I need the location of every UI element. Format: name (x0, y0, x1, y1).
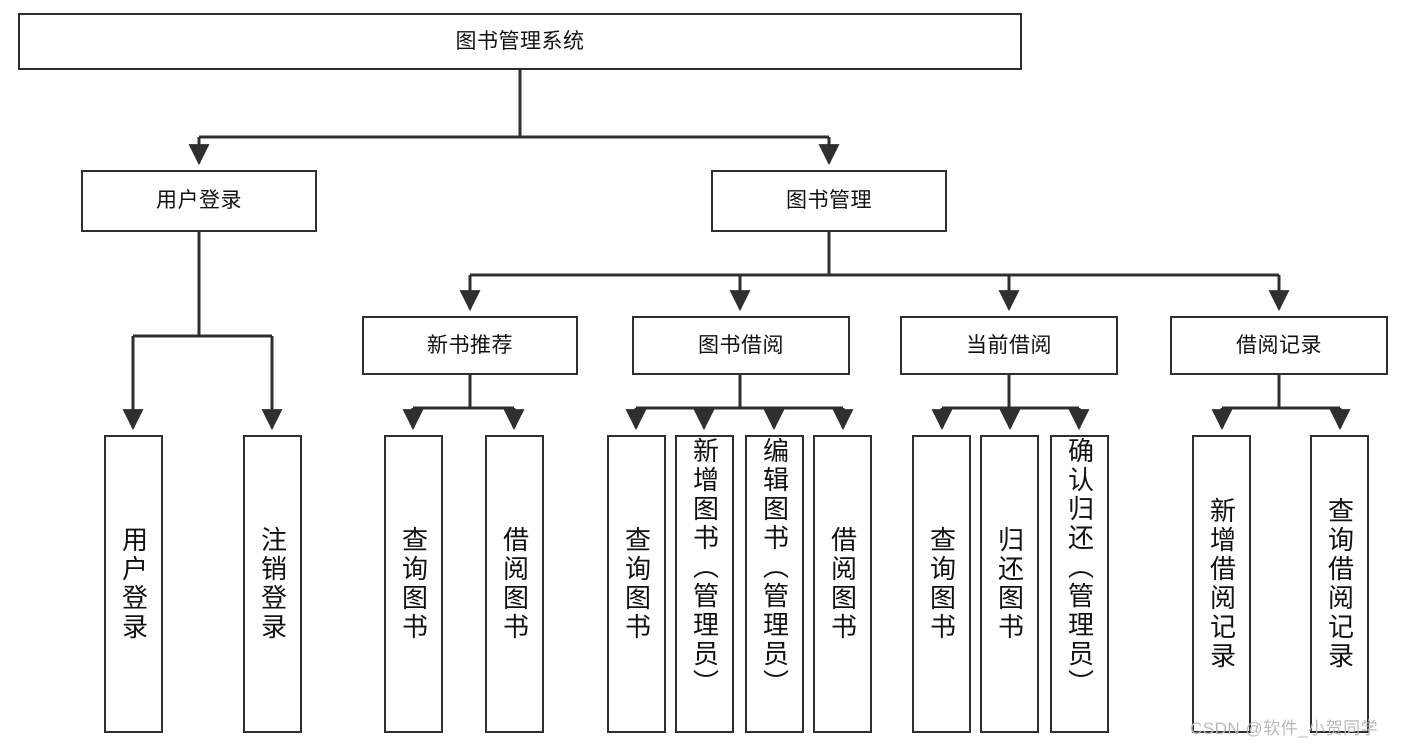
node-book-borrow[interactable]: 图书借阅 (632, 316, 850, 375)
leaf-book-borrow-add[interactable]: 新增图书（管理员） (675, 435, 734, 733)
leaf-user-login-signin[interactable]: 用户登录 (104, 435, 163, 733)
node-new-book-recommend[interactable]: 新书推荐 (362, 316, 578, 375)
node-user-login-label: 用户登录 (156, 189, 242, 213)
csdn-watermark: CSDN @软件_小贺同学 (1190, 719, 1379, 738)
leaf-new-book-borrow-label: 借阅图书 (499, 526, 530, 642)
node-book-management[interactable]: 图书管理 (711, 170, 947, 232)
node-new-book-recommend-label: 新书推荐 (427, 333, 513, 357)
leaf-new-book-query[interactable]: 查询图书 (384, 435, 443, 733)
leaf-current-borrow-return-label: 归还图书 (994, 526, 1025, 642)
leaf-user-login-signin-label: 用户登录 (118, 526, 149, 642)
node-current-borrow-label: 当前借阅 (966, 333, 1052, 357)
node-book-management-label: 图书管理 (786, 189, 872, 213)
node-user-login[interactable]: 用户登录 (81, 170, 317, 232)
leaf-book-borrow-query-label: 查询图书 (621, 526, 652, 642)
node-current-borrow[interactable]: 当前借阅 (900, 316, 1118, 375)
leaf-current-borrow-confirm-label: 确认归还（管理员） (1064, 437, 1095, 698)
leaf-borrow-record-query[interactable]: 查询借阅记录 (1310, 435, 1369, 733)
node-book-borrow-label: 图书借阅 (698, 333, 784, 357)
leaf-current-borrow-query[interactable]: 查询图书 (912, 435, 971, 733)
node-root[interactable]: 图书管理系统 (18, 13, 1022, 70)
node-root-label: 图书管理系统 (455, 29, 585, 53)
leaf-borrow-record-add[interactable]: 新增借阅记录 (1192, 435, 1251, 733)
leaf-user-login-signout-label: 注销登录 (257, 526, 288, 642)
leaf-borrow-record-query-label: 查询借阅记录 (1324, 497, 1355, 671)
node-borrow-record[interactable]: 借阅记录 (1170, 316, 1388, 375)
leaf-book-borrow-query[interactable]: 查询图书 (607, 435, 666, 733)
leaf-book-borrow-borrow[interactable]: 借阅图书 (813, 435, 872, 733)
leaf-current-borrow-query-label: 查询图书 (926, 526, 957, 642)
leaf-new-book-query-label: 查询图书 (398, 526, 429, 642)
leaf-book-borrow-edit[interactable]: 编辑图书（管理员） (745, 435, 804, 733)
leaf-book-borrow-borrow-label: 借阅图书 (827, 526, 858, 642)
leaf-current-borrow-confirm[interactable]: 确认归还（管理员） (1050, 435, 1109, 733)
leaf-new-book-borrow[interactable]: 借阅图书 (485, 435, 544, 733)
leaf-current-borrow-return[interactable]: 归还图书 (980, 435, 1039, 733)
leaf-book-borrow-add-label: 新增图书（管理员） (689, 437, 720, 698)
leaf-book-borrow-edit-label: 编辑图书（管理员） (759, 437, 790, 698)
leaf-user-login-signout[interactable]: 注销登录 (243, 435, 302, 733)
node-borrow-record-label: 借阅记录 (1236, 333, 1322, 357)
leaf-borrow-record-add-label: 新增借阅记录 (1206, 497, 1237, 671)
